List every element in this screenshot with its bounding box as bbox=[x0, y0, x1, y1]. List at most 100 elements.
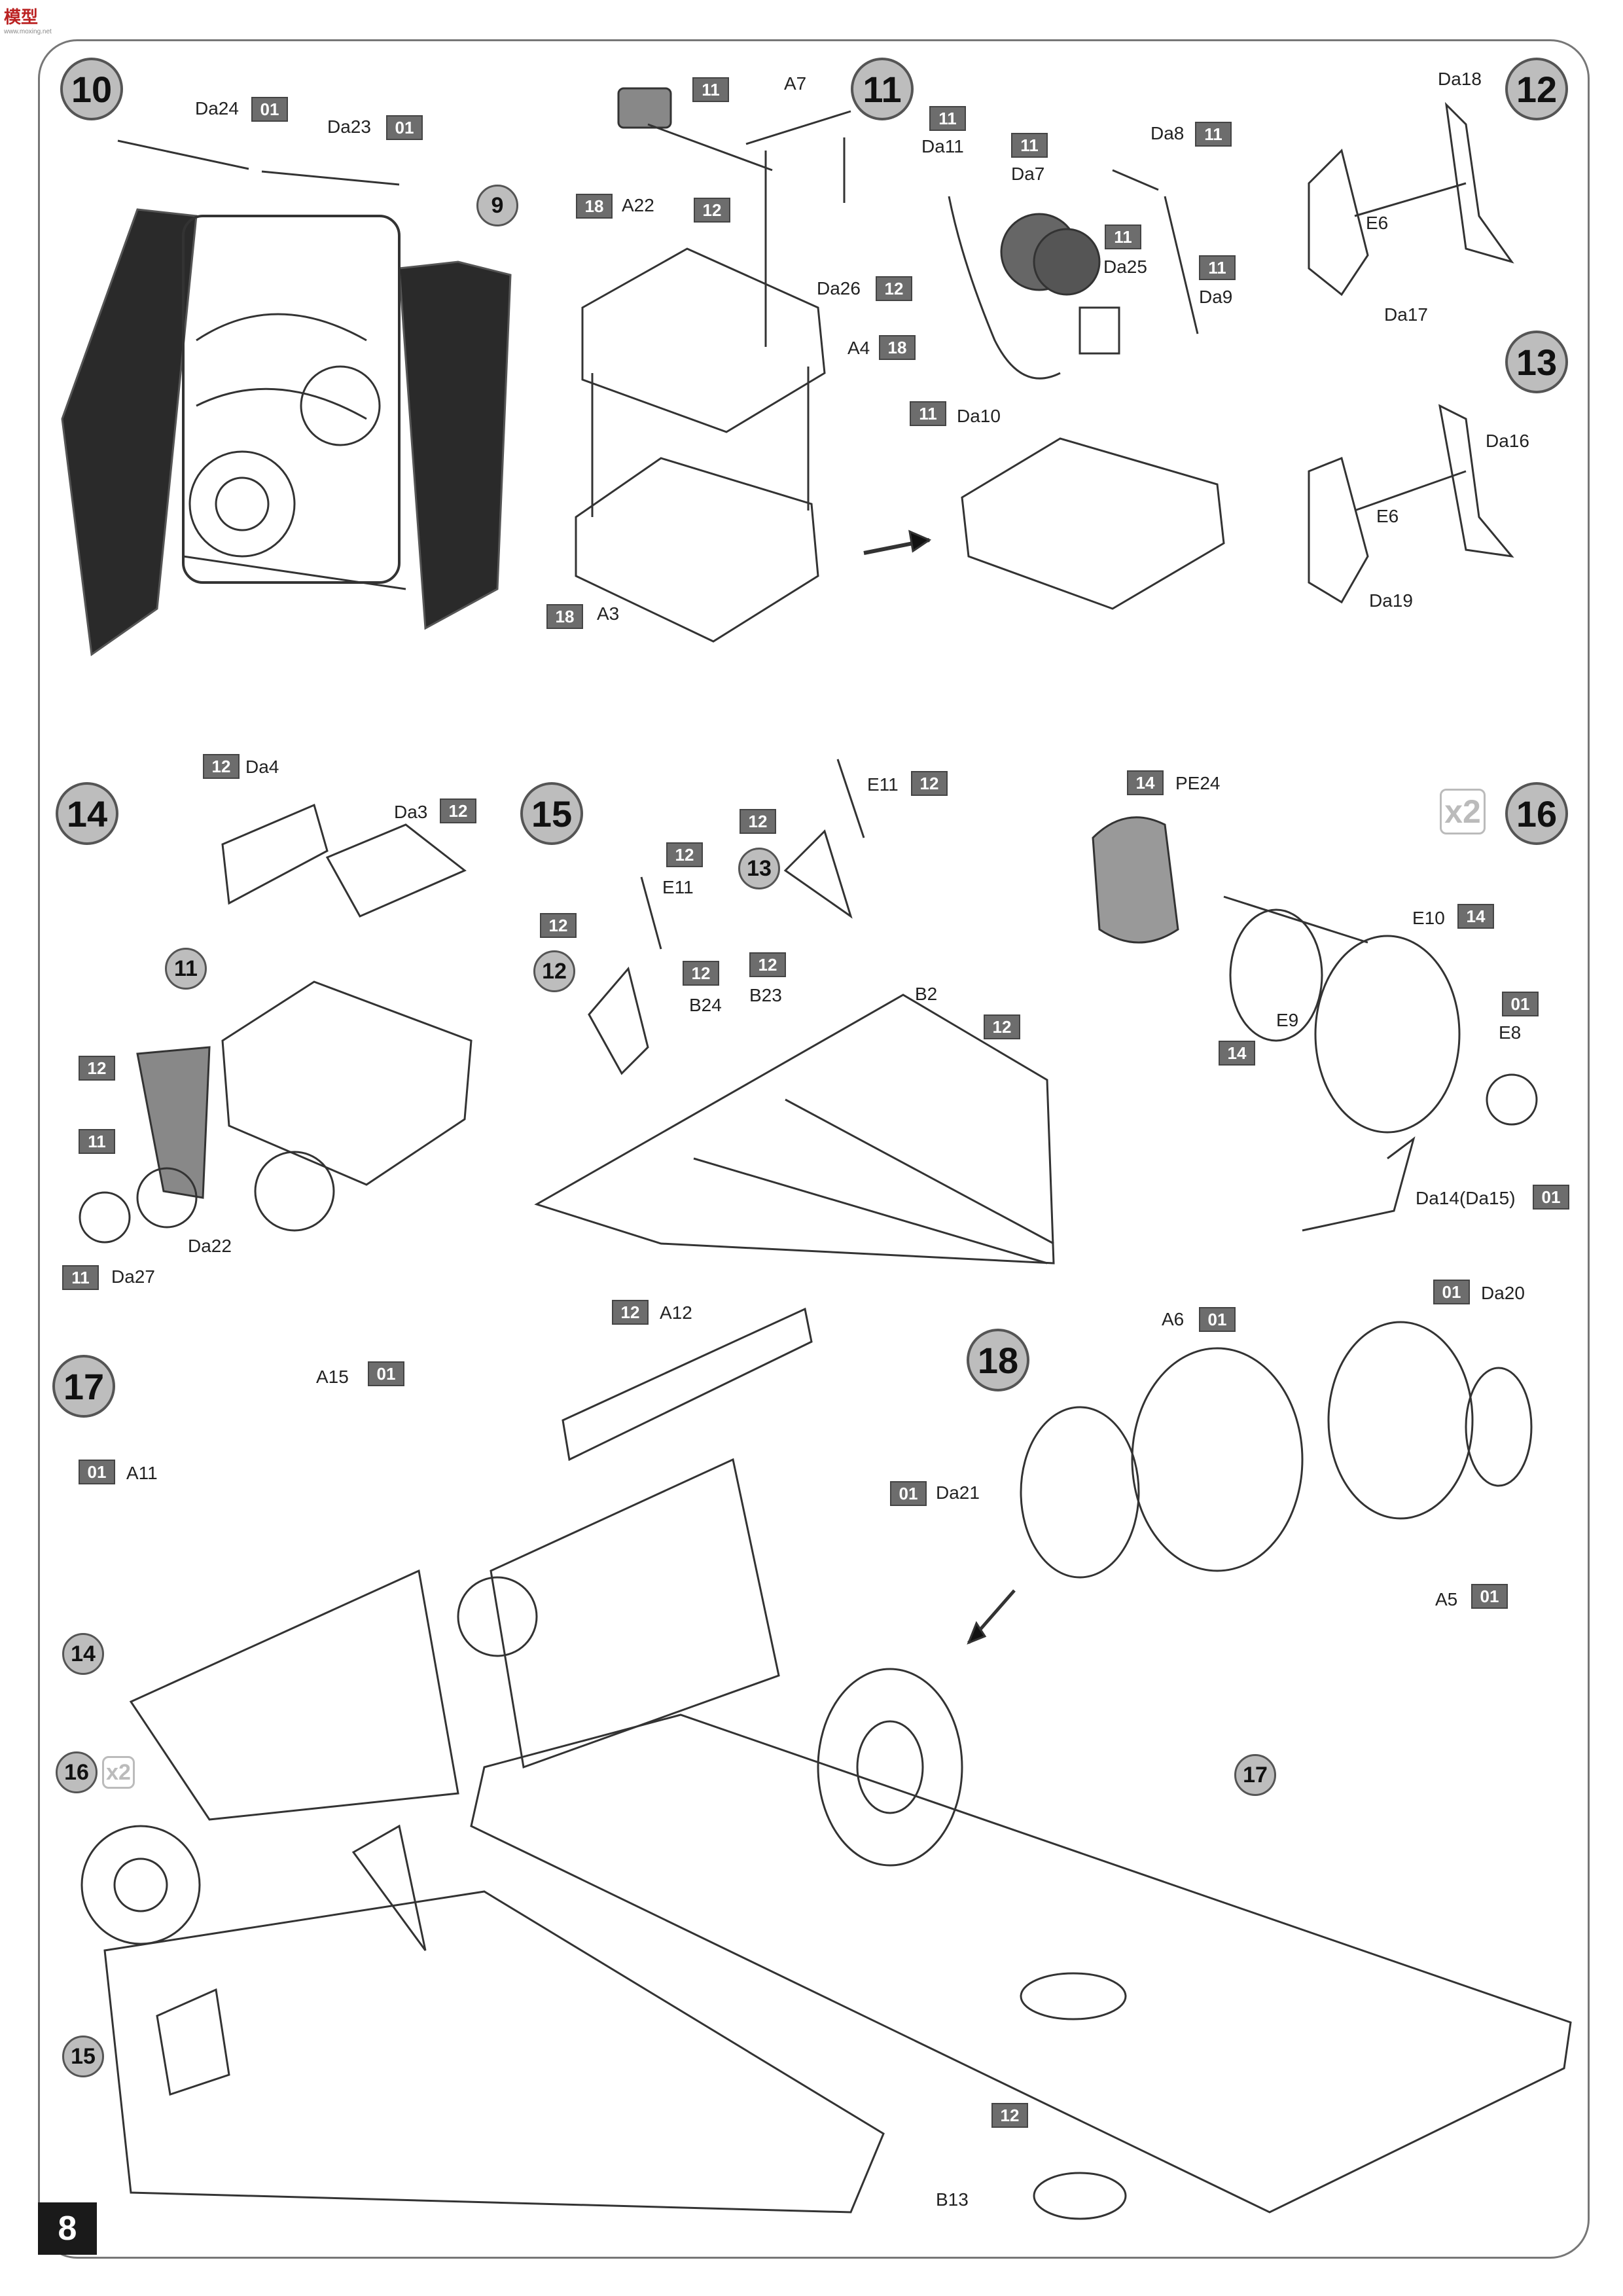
ref-step-13: 13 bbox=[738, 848, 780, 889]
label-a15: A15 bbox=[316, 1367, 349, 1387]
tag-s11a-da26: 12 bbox=[876, 276, 912, 301]
step16-wheel-drawing bbox=[1092, 816, 1538, 1232]
label-da18: Da18 bbox=[1438, 69, 1482, 89]
label-da4: Da4 bbox=[245, 757, 279, 777]
label-e10: E10 bbox=[1412, 908, 1445, 928]
label-a11: A11 bbox=[126, 1463, 158, 1483]
page-number: 8 bbox=[38, 2202, 97, 2255]
step18-hull-drawing bbox=[457, 1307, 1572, 2220]
label-da24: Da24 bbox=[195, 98, 239, 118]
label-a6: A6 bbox=[1162, 1309, 1185, 1329]
step-17-number: 17 bbox=[52, 1355, 115, 1418]
step10-engine-drawing bbox=[61, 139, 512, 656]
label-da14: Da14(Da15) bbox=[1416, 1188, 1516, 1208]
tag-s14-hub: 11 bbox=[79, 1129, 115, 1154]
tag-s15-t2: 12 bbox=[740, 809, 776, 834]
label-a5: A5 bbox=[1435, 1589, 1458, 1609]
label-b2: B2 bbox=[915, 984, 938, 1004]
tag-e8: 01 bbox=[1502, 992, 1539, 1016]
tag-da21: 01 bbox=[890, 1481, 927, 1506]
step-14-number: 14 bbox=[56, 782, 118, 845]
label-da7: Da7 bbox=[1011, 164, 1045, 184]
label-da16: Da16 bbox=[1486, 431, 1529, 451]
page-frame bbox=[38, 39, 1590, 2259]
label-a7: A7 bbox=[784, 73, 807, 94]
ref-step-16: 16 bbox=[56, 1751, 98, 1793]
label-da20: Da20 bbox=[1481, 1283, 1525, 1303]
label-da3: Da3 bbox=[394, 802, 428, 822]
label-b23: B23 bbox=[749, 985, 782, 1005]
step11-fuel-pump-drawing bbox=[948, 169, 1225, 610]
tag-da10: 11 bbox=[910, 401, 946, 426]
tag-s11a-top: 11 bbox=[692, 77, 729, 102]
label-da10: Da10 bbox=[957, 406, 1001, 426]
step13-stand-drawing bbox=[1308, 404, 1514, 604]
tag-s11a-a3: 18 bbox=[546, 604, 583, 629]
tag-da9: 11 bbox=[1199, 255, 1236, 280]
label-da21: Da21 bbox=[936, 1482, 980, 1503]
tag-s11a-arm: 12 bbox=[694, 198, 730, 223]
tag-s11a-a22: 18 bbox=[576, 194, 613, 219]
tag-a15: 01 bbox=[368, 1361, 404, 1386]
label-da11: Da11 bbox=[921, 136, 964, 156]
label-a22: A22 bbox=[622, 195, 654, 215]
label-da23: Da23 bbox=[327, 117, 371, 137]
step-18-number: 18 bbox=[967, 1329, 1029, 1391]
label-da9: Da9 bbox=[1199, 287, 1233, 307]
tag-da3: 12 bbox=[440, 798, 476, 823]
label-da27: Da27 bbox=[111, 1266, 155, 1287]
step17-hull-drawing bbox=[80, 1569, 885, 2214]
quantity-x2-badge: x2 bbox=[1440, 789, 1486, 834]
quantity-x2-small-badge: x2 bbox=[102, 1756, 135, 1789]
label-s12-e6: E6 bbox=[1366, 213, 1389, 233]
tag-pe24: 14 bbox=[1127, 770, 1164, 795]
ref-step-9: 9 bbox=[476, 185, 518, 226]
label-b13: B13 bbox=[936, 2189, 969, 2210]
label-s15-e11a: E11 bbox=[662, 877, 694, 897]
tag-a11: 01 bbox=[79, 1460, 115, 1484]
tag-da27: 11 bbox=[62, 1265, 99, 1290]
ref-step-11: 11 bbox=[165, 948, 207, 990]
label-a3: A3 bbox=[597, 603, 620, 624]
tag-b23: 12 bbox=[749, 952, 786, 977]
label-da19: Da19 bbox=[1369, 590, 1413, 611]
label-da8: Da8 bbox=[1150, 123, 1185, 143]
tag-da20: 01 bbox=[1433, 1280, 1470, 1304]
label-s13-e6: E6 bbox=[1376, 506, 1399, 526]
step-10-number: 10 bbox=[60, 58, 123, 120]
tag-b24: 12 bbox=[683, 961, 719, 986]
tag-a5: 01 bbox=[1471, 1584, 1508, 1609]
tag-da14: 01 bbox=[1533, 1185, 1569, 1210]
tag-da7: 11 bbox=[1011, 133, 1048, 158]
label-e9: E9 bbox=[1276, 1010, 1299, 1030]
label-e8: E8 bbox=[1499, 1022, 1522, 1043]
tag-a12: 12 bbox=[612, 1300, 649, 1325]
tag-s15-e11a: 12 bbox=[666, 842, 703, 867]
step-11-number: 11 bbox=[851, 58, 914, 120]
tag-da25: 11 bbox=[1105, 224, 1141, 249]
ref-step-17: 17 bbox=[1234, 1754, 1276, 1796]
step11-housing-drawing bbox=[575, 87, 932, 643]
label-da17: Da17 bbox=[1384, 304, 1428, 325]
tag-s14-plate: 12 bbox=[79, 1056, 115, 1081]
tag-a6: 01 bbox=[1199, 1307, 1236, 1332]
tag-e10: 14 bbox=[1457, 904, 1494, 929]
tag-s15-e11b: 12 bbox=[911, 771, 948, 796]
step-15-number: 15 bbox=[520, 782, 583, 845]
ref-step-14: 14 bbox=[62, 1633, 104, 1675]
label-s15-e11b: E11 bbox=[867, 774, 899, 795]
tag-da23: 01 bbox=[386, 115, 423, 140]
ref-step-12: 12 bbox=[533, 950, 575, 992]
tag-b13: 12 bbox=[991, 2103, 1028, 2128]
step-16-number: 16 bbox=[1505, 782, 1568, 845]
tag-e9: 14 bbox=[1219, 1041, 1255, 1066]
step15-floor-drawing bbox=[534, 759, 1055, 1265]
tag-s11a-a4: 18 bbox=[879, 335, 916, 360]
label-b24: B24 bbox=[689, 995, 722, 1015]
label-pe24: PE24 bbox=[1175, 773, 1221, 793]
ref-step-15: 15 bbox=[62, 2036, 104, 2077]
tag-s15-t1: 12 bbox=[540, 913, 577, 938]
label-da25: Da25 bbox=[1103, 257, 1147, 277]
